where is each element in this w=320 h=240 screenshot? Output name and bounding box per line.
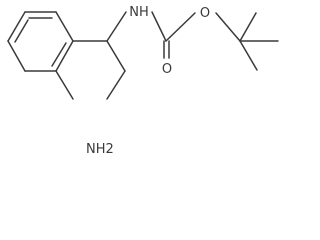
chemical-structure-diagram: NH O O NH2: [7, 5, 279, 155]
nh-label: NH: [129, 5, 149, 20]
amine-label: NH2: [86, 142, 114, 155]
tert-butyl-group: [239, 12, 279, 71]
ch2-to-amine-bond: [106, 70, 126, 100]
methyl-bond: [55, 70, 74, 100]
chiral-carbon-to-ch2-bond: [106, 40, 126, 72]
ring-bond: [7, 11, 26, 42]
ether-o-to-tert-carbon-bond: [215, 12, 241, 42]
ring-bond: [55, 11, 74, 42]
carbonyl-carbon-to-ether-o-bond: [165, 12, 196, 42]
tert-butyl-methyl-bond: [239, 12, 257, 42]
nh-to-carbonyl-carbon-bond: [151, 11, 167, 42]
ether-oxygen-label: O: [200, 6, 210, 21]
ring-bond: [7, 40, 26, 72]
benzene-ring: [7, 11, 74, 72]
chiral-carbon-to-nh-bond: [106, 11, 127, 42]
carbonyl-oxygen-label: O: [162, 62, 172, 77]
tert-butyl-methyl-bond: [239, 40, 258, 71]
ring-bond: [55, 40, 74, 72]
ring-double-bond: [51, 42, 67, 67]
ring-double-bond: [14, 19, 29, 43]
